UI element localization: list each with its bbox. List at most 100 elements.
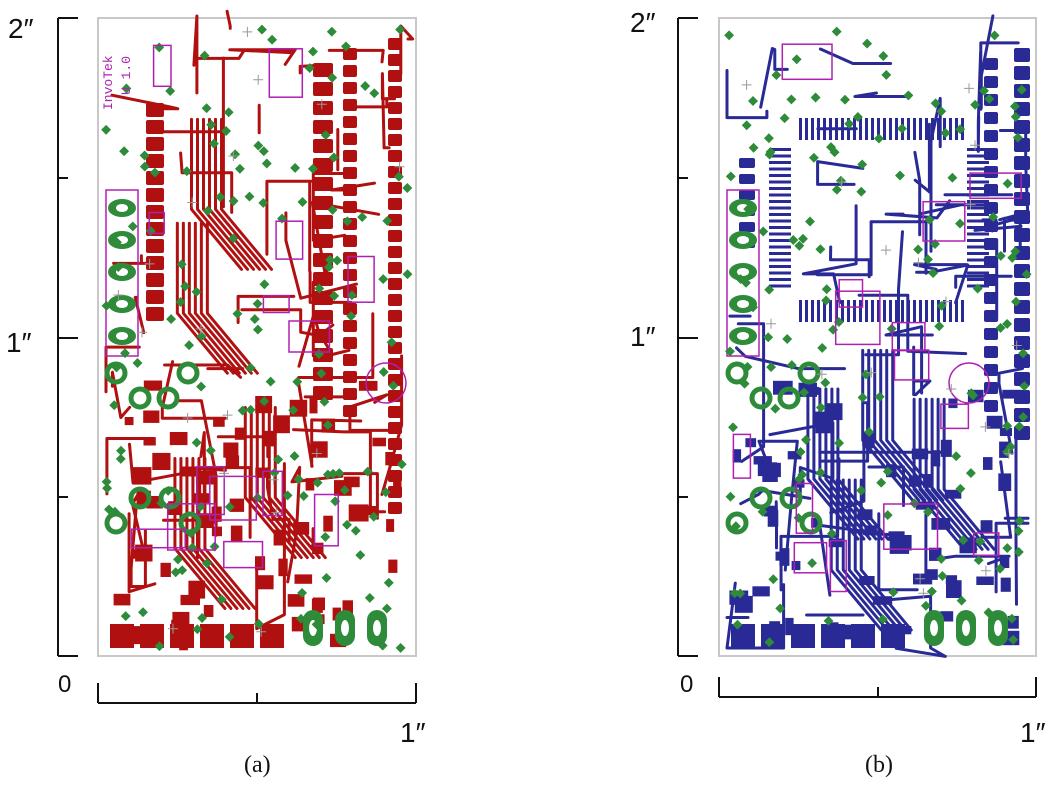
trace [818, 47, 893, 65]
via [821, 284, 832, 295]
via [312, 477, 323, 488]
via [807, 558, 818, 569]
ic-pin [769, 219, 791, 223]
smd-pad [313, 120, 333, 134]
panel-a-x-label-origin: 0 [58, 671, 71, 698]
panel-a-y-axis [57, 17, 78, 657]
via [758, 226, 769, 237]
ic-pin [769, 226, 791, 229]
via [995, 250, 1006, 261]
smd-pad [1014, 174, 1030, 188]
smd-pad [113, 593, 131, 606]
ic-pin [769, 265, 791, 268]
crosshair [980, 565, 991, 576]
ic-pin [967, 148, 989, 151]
via [763, 332, 774, 343]
via [979, 85, 989, 96]
ic-pin [859, 300, 862, 322]
smd-pad [343, 252, 357, 264]
trace [913, 263, 969, 271]
via [984, 93, 995, 104]
drill-hole [116, 204, 128, 212]
via [149, 167, 160, 178]
via [955, 124, 966, 135]
smd-pad [998, 473, 1012, 491]
bus-trace [196, 117, 249, 271]
via [177, 565, 188, 576]
via [259, 396, 270, 407]
trace [913, 150, 922, 237]
smd-pad [915, 501, 935, 510]
silk-outline [130, 528, 186, 549]
via [823, 615, 834, 626]
crosshair [222, 410, 233, 421]
through-hole-group [725, 189, 1008, 646]
via [724, 30, 735, 41]
crosshair [866, 367, 877, 378]
silk-outline [275, 220, 304, 260]
via [402, 269, 413, 280]
via [771, 70, 782, 81]
crosshair [268, 474, 279, 485]
smd-pad [305, 478, 315, 491]
via [1002, 420, 1013, 431]
via [725, 491, 736, 502]
smd-pad [984, 328, 998, 340]
ic-pin [769, 213, 791, 216]
crosshair [187, 197, 198, 208]
panel-a: 2″ 1″ 0 1″ InvoTek U 1.0 (a) [6, 9, 426, 778]
via [378, 274, 389, 285]
silk-outline [829, 539, 847, 593]
via [840, 94, 850, 105]
via [888, 587, 899, 598]
ic-pin [967, 252, 989, 255]
via [307, 163, 318, 174]
smd-pad [192, 493, 210, 503]
via [289, 451, 300, 462]
via [930, 98, 941, 109]
via [852, 112, 863, 122]
smd-pad [984, 310, 998, 322]
silk-outline [795, 482, 814, 534]
bus-trace [841, 478, 895, 632]
trace [915, 263, 970, 305]
smd-pad [388, 54, 402, 66]
trace [884, 325, 934, 395]
ic-pin [967, 239, 989, 242]
via [1011, 296, 1021, 307]
via [154, 641, 165, 652]
crosshair-group [741, 79, 1022, 599]
smd-pad [343, 388, 357, 400]
via [786, 360, 797, 371]
smd-pad [862, 431, 875, 447]
smd-pad [313, 272, 333, 286]
smd-pad [146, 103, 164, 117]
via [808, 152, 819, 163]
silkscreen-group [732, 43, 1022, 593]
crosshair [918, 588, 929, 599]
ic-pin [853, 300, 856, 322]
trace [225, 9, 232, 30]
bus-trace [829, 478, 883, 632]
trace [736, 322, 766, 463]
ic-pin [967, 187, 989, 190]
trace [759, 47, 789, 109]
round-pad [156, 386, 180, 410]
trace [801, 204, 858, 305]
via [764, 637, 775, 648]
via [995, 563, 1005, 574]
ic-pin [769, 258, 791, 262]
smd-pad [931, 518, 951, 530]
smd-pad [372, 437, 386, 447]
crosshair [195, 323, 206, 334]
smd-pad [146, 256, 164, 270]
crosshair [965, 199, 976, 210]
smd-pad [146, 307, 164, 321]
drill-hole [737, 268, 749, 276]
via [810, 92, 821, 103]
ic-pin [769, 161, 791, 164]
smd-pad [931, 450, 941, 467]
via [139, 150, 150, 161]
trace [399, 24, 415, 76]
via [958, 535, 969, 546]
